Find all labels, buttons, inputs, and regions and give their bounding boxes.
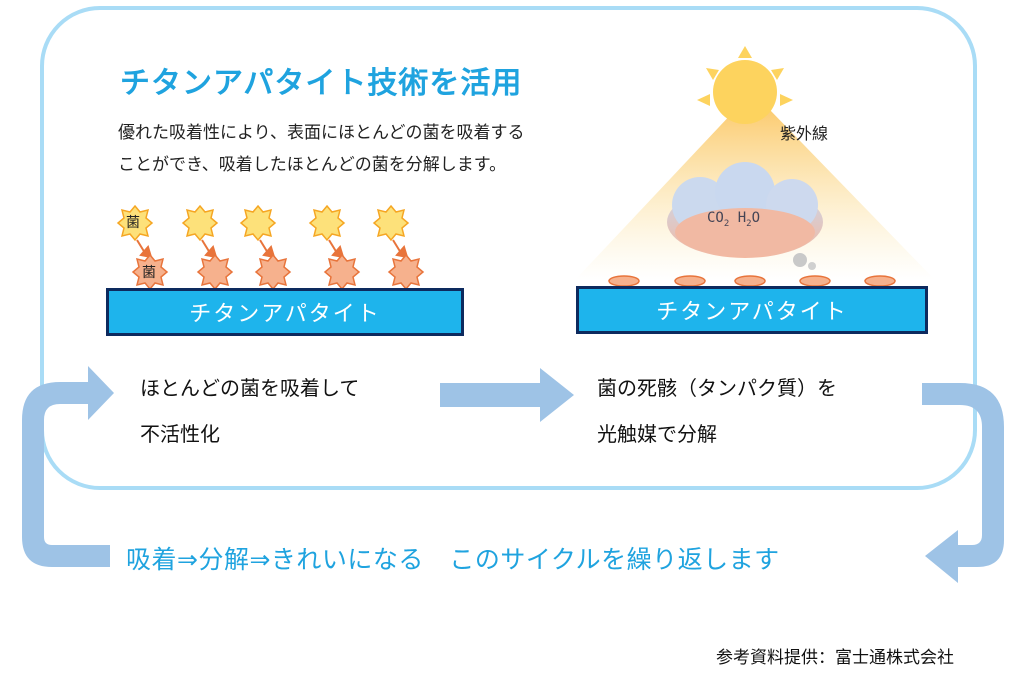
left-caption-line-1: ほとんどの菌を吸着して (140, 376, 360, 400)
right-caption-line-1: 菌の死骸（タンパク質）を (597, 376, 837, 400)
left-titanium-apatite-bar: チタンアパタイト (106, 288, 464, 336)
left-bar-label: チタンアパタイト (189, 302, 381, 327)
co2-subscript: 2 (723, 218, 730, 229)
right-bar-label: チタンアパタイト (656, 300, 848, 325)
cloud-icon (667, 162, 823, 270)
germ-label-bottom: 菌 (142, 265, 156, 281)
right-decomposed-germs (608, 275, 896, 287)
arrow-left-loop (22, 366, 114, 567)
outer-frame (40, 6, 977, 490)
credit-text: 参考資料提供：富士通株式会社 (716, 648, 954, 668)
arrow-middle (440, 368, 574, 422)
cloud-formula: CO2 H2O (707, 210, 760, 229)
uv-label: 紫外線 (780, 124, 829, 143)
right-caption-line-2: 光触媒で分解 (597, 422, 717, 446)
process-arrows (22, 366, 1004, 583)
description-line-1: 優れた吸着性により、表面にほとんどの菌を吸着する (118, 123, 525, 143)
co2-text: CO (707, 210, 724, 226)
h2o-text: H (737, 210, 747, 226)
right-titanium-apatite-bar: チタンアパタイト (576, 286, 928, 334)
arrow-right-loop (922, 383, 1004, 583)
description-line-2: ことができ、吸着したほとんどの菌を分解します。 (118, 155, 507, 175)
germ-label-top: 菌 (126, 215, 140, 231)
cycle-text: 吸着⇒分解⇒きれいになる このサイクルを繰り返します (126, 545, 780, 574)
page-title: チタンアパタイト技術を活用 (120, 66, 523, 101)
sun-icon (697, 46, 793, 124)
h2o-subscript: 2 (746, 218, 752, 229)
left-caption-line-2: 不活性化 (140, 422, 220, 446)
left-germs (116, 204, 425, 291)
h2o-tail: O (751, 210, 761, 226)
